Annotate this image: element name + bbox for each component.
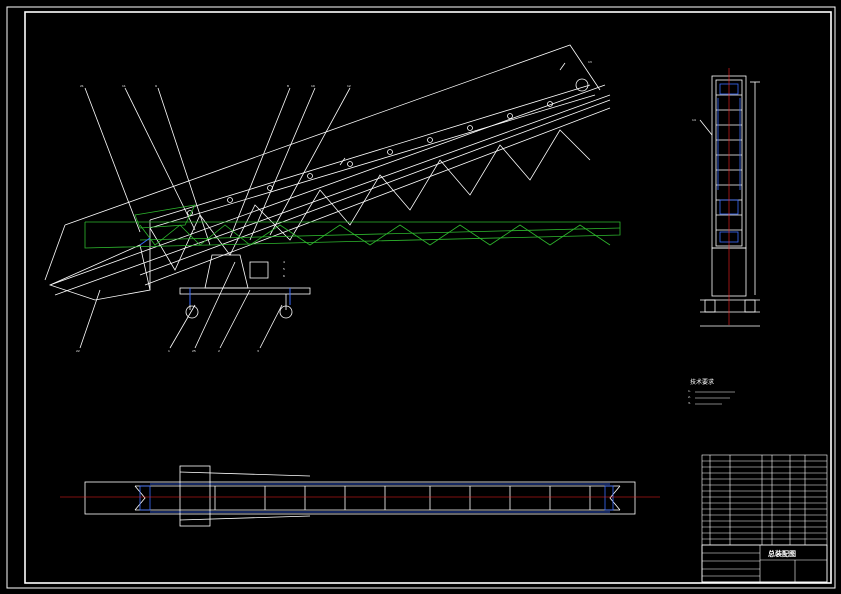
drawing-frame <box>6 6 836 589</box>
svg-text:10: 10 <box>311 84 315 88</box>
svg-text:12: 12 <box>347 84 351 88</box>
svg-text:14: 14 <box>692 118 696 122</box>
svg-text:2: 2 <box>218 349 220 353</box>
notes-line-2: 2. <box>688 395 691 399</box>
svg-text:4: 4 <box>283 260 285 264</box>
svg-text:9: 9 <box>155 84 157 88</box>
part-number-labels: 21 11 9 8 10 12 22 1 25 2 3 13 4 5 6 <box>76 60 592 353</box>
notes-line-1: 1. <box>688 389 691 393</box>
drawing-name: 总装配图 <box>768 549 796 558</box>
svg-text:3: 3 <box>257 349 259 353</box>
svg-text:6: 6 <box>283 274 285 278</box>
svg-text:21: 21 <box>80 84 84 88</box>
notes-title: 技术要求 <box>690 378 714 386</box>
svg-text:25: 25 <box>192 349 196 353</box>
svg-text:1: 1 <box>168 349 170 353</box>
svg-text:8: 8 <box>287 84 289 88</box>
technical-notes: 技术要求 1. 2. 3. <box>688 378 735 405</box>
svg-text:22: 22 <box>76 349 80 353</box>
side-view: 21 11 9 8 10 12 22 1 25 2 3 13 4 5 6 <box>44 44 621 353</box>
notes-line-3: 3. <box>688 401 691 405</box>
svg-text:5: 5 <box>283 267 285 271</box>
title-block <box>701 454 828 583</box>
end-view: 14 <box>692 68 760 327</box>
svg-text:13: 13 <box>588 60 592 64</box>
plan-view <box>60 465 660 527</box>
svg-text:11: 11 <box>122 84 126 88</box>
